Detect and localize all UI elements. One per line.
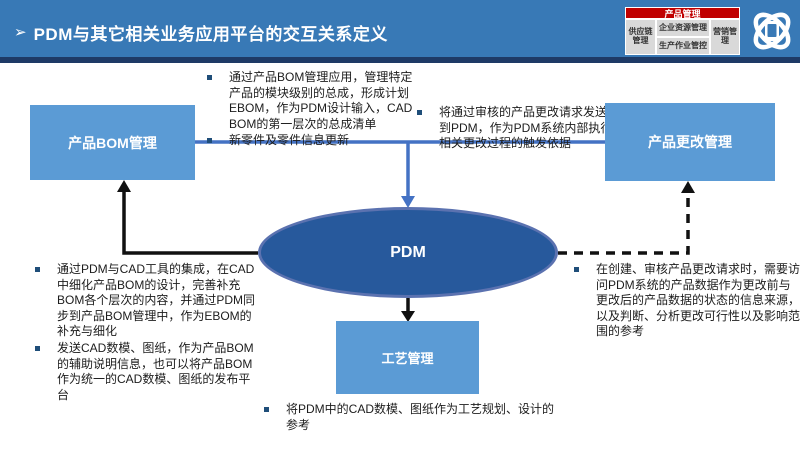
- chevron-arrow-icon: ➢: [14, 24, 27, 41]
- bullet-square-icon: [417, 110, 422, 115]
- node-product-bom-management: 产品BOM管理: [30, 105, 195, 180]
- minimap-grid: 供应链管理 企业资源管理 生产作业管控 营销管理: [625, 19, 740, 55]
- note-text: 将通过审核的产品更改请求发送到PDM，作为PDM系统内部执行相关更改过程的触发依…: [439, 105, 613, 151]
- note-text: 新零件及零件信息更新: [229, 133, 350, 148]
- note-text: 将PDM中的CAD数模、图纸作为工艺规划、设计的参考: [286, 402, 555, 432]
- minimap-root-cell: 产品管理: [625, 7, 740, 19]
- note-text: 发送CAD数模、图纸，作为产品BOM的辅助说明信息，也可以将产品BOM作为统一的…: [57, 340, 254, 402]
- bullet-square-icon: [264, 407, 269, 412]
- page-title-text: PDM与其它相关业务应用平台的交互关系定义: [33, 25, 388, 44]
- minimap-cell-erp: 企业资源管理: [656, 19, 710, 37]
- bullet-square-icon: [207, 138, 212, 144]
- bullet-square-icon: [574, 267, 579, 272]
- arrowhead-black-up-right-icon: [681, 181, 695, 193]
- note-text: 通过产品BOM管理应用，管理特定产品的模块级别的总成，形成计划EBOM，作为PD…: [229, 70, 413, 131]
- minimap-cell-production: 生产作业管控: [656, 37, 710, 55]
- page-title: ➢ PDM与其它相关业务应用平台的交互关系定义: [14, 20, 388, 45]
- note-text: 在创建、审核产品更改请求时，需要访问PDM系统的产品数据作为更改前与更改后的产品…: [596, 262, 800, 339]
- node-product-change-management: 产品更改管理: [605, 103, 775, 181]
- note-block-cad-integration: 通过PDM与CAD工具的集成，在CAD中细化产品BOM的设计，完善补充BOM各个…: [33, 262, 261, 404]
- note-block-bom-input: 通过产品BOM管理应用，管理特定产品的模块级别的总成，形成计划EBOM，作为PD…: [205, 70, 413, 150]
- bullet-square-icon: [35, 345, 40, 351]
- node-pdm-ellipse: PDM: [258, 207, 558, 298]
- bullet-square-icon: [35, 267, 40, 272]
- arrowhead-black-up-left-icon: [117, 180, 131, 192]
- connector-pdm-to-change-dashed: [558, 192, 690, 255]
- connector-pdm-to-bom: [122, 188, 258, 255]
- note-text: 通过PDM与CAD工具的集成，在CAD中细化产品BOM的设计，完善补充BOM各个…: [57, 262, 256, 339]
- atom-orbit-logo-icon: [746, 3, 798, 64]
- note-block-process-reference: 将PDM中的CAD数模、图纸作为工艺规划、设计的参考: [262, 402, 554, 434]
- minimap-cell-marketing: 营销管理: [710, 19, 740, 55]
- bullet-square-icon: [207, 75, 212, 80]
- note-block-change-request: 将通过审核的产品更改请求发送到PDM，作为PDM系统内部执行相关更改过程的触发依…: [415, 105, 617, 153]
- minimap-cell-supply-chain: 供应链管理: [625, 19, 656, 55]
- header-accent-strip: [0, 57, 800, 63]
- minimap: 产品管理 供应链管理 企业资源管理 生产作业管控 营销管理: [625, 7, 740, 55]
- note-block-change-reference: 在创建、审核产品更改请求时，需要访问PDM系统的产品数据作为更改前与更改后的产品…: [572, 262, 800, 341]
- node-process-management: 工艺管理: [336, 321, 479, 394]
